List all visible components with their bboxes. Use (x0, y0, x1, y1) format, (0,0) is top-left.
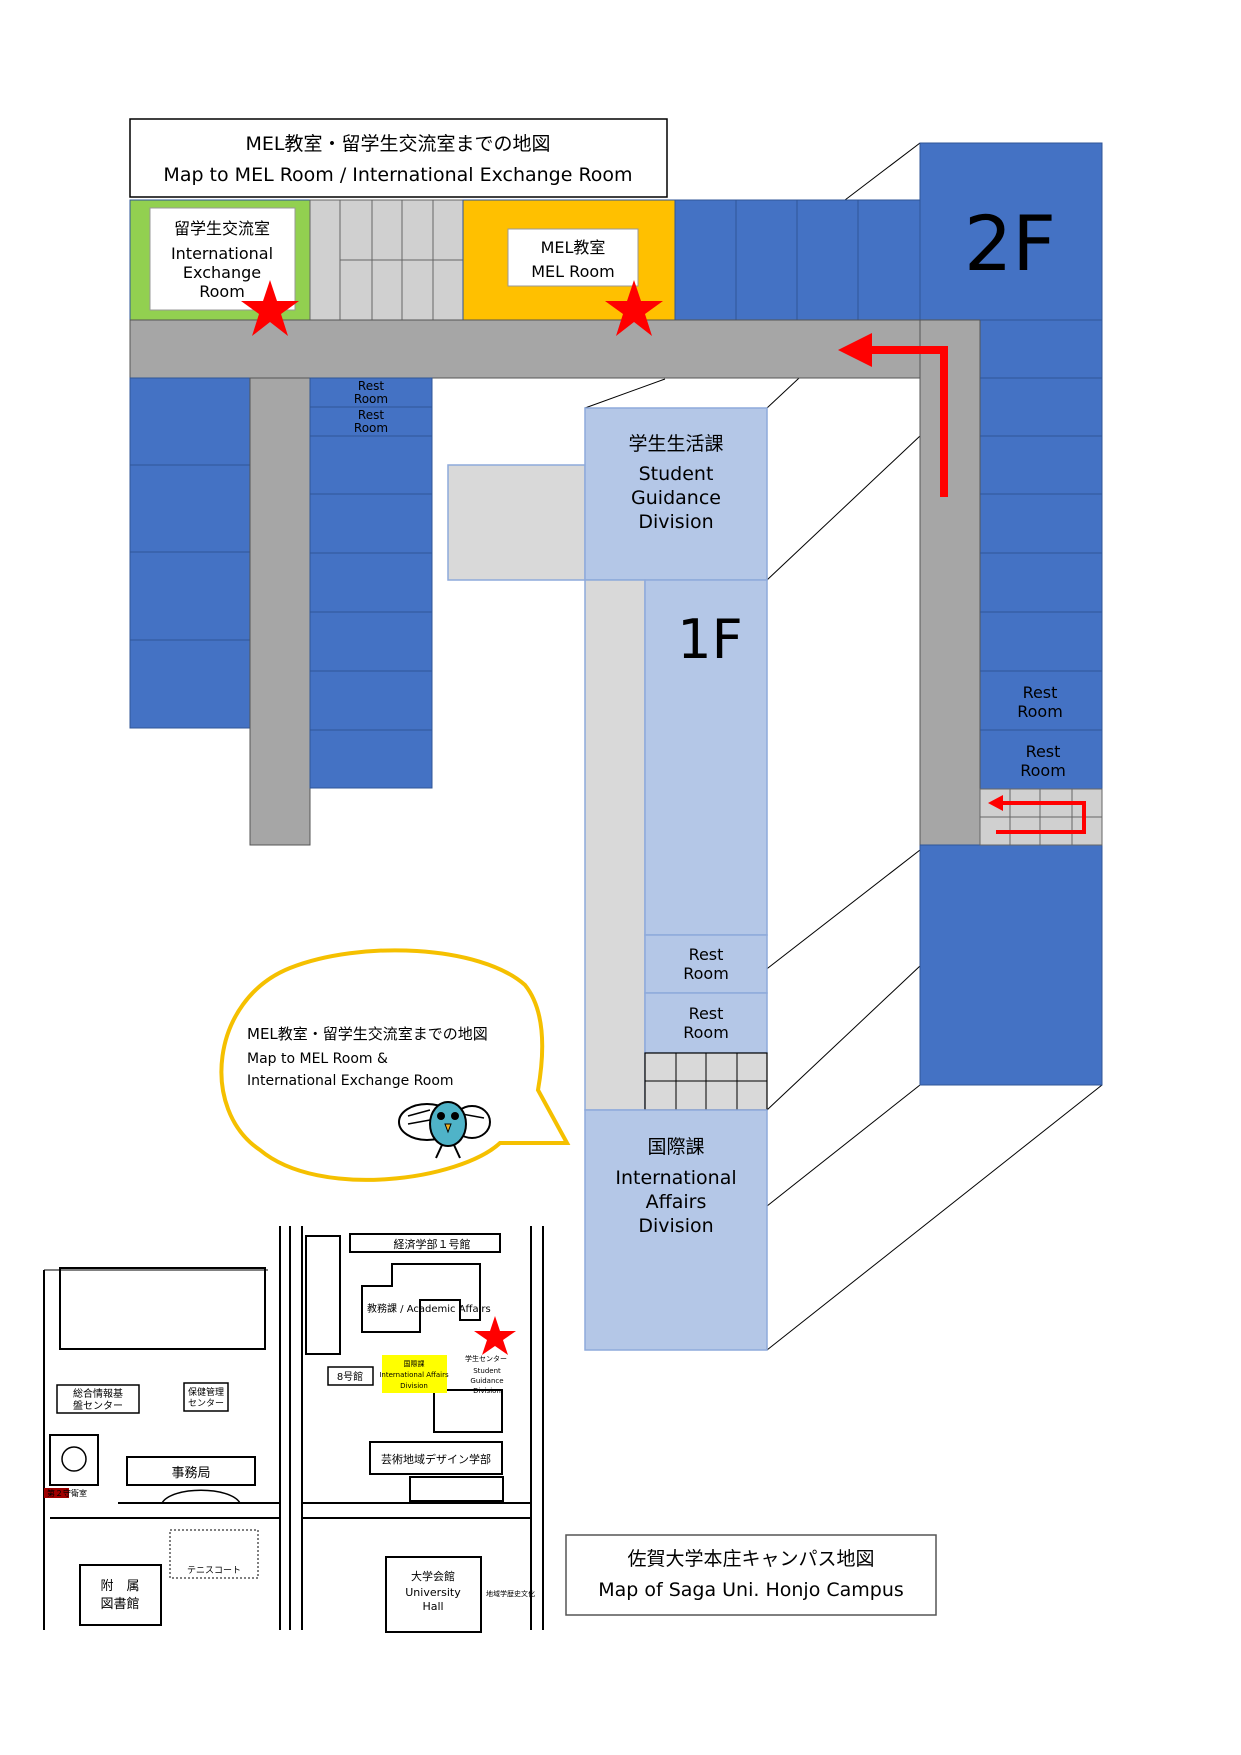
rest-room-c-line1: Rest (1023, 683, 1058, 702)
label-1f: 1F (677, 608, 742, 671)
campus-title-en: Map of Saga Uni. Honjo Campus (598, 1579, 904, 1601)
campus-lib2: 図書館 (100, 1597, 139, 1612)
title-en: Map to MEL Room / International Exchange… (163, 164, 632, 186)
campus-title-box: 佐賀大学本庄キャンパス地図 Map of Saga Uni. Honjo Cam… (565, 1534, 937, 1616)
rest-room-b-line2: Room (354, 421, 388, 435)
campus-intl2: International Affairs (379, 1371, 449, 1379)
campus-intl3: Division (400, 1382, 428, 1390)
star-campus (474, 1316, 516, 1355)
rest-room-b-line1: Rest (358, 408, 384, 422)
campus-lib1: 附 属 (100, 1579, 139, 1594)
intl-affairs-jp: 国際課 (647, 1136, 704, 1158)
rest-room-1f-a-line1: Rest (689, 945, 724, 964)
rest-room-a-line2: Room (354, 392, 388, 406)
student-guidance-jp: 学生生活課 (628, 433, 723, 455)
campus-sg3: Division (473, 1387, 501, 1395)
campus-hall3: Hall (422, 1600, 443, 1613)
campus-sc: 学生センター (465, 1354, 507, 1363)
mel-room-en: MEL Room (531, 262, 614, 281)
campus-academic: 教務課 / Academic Affairs (367, 1302, 491, 1315)
floor-2f (129, 142, 1103, 1086)
campus-info1: 総合情報基 (73, 1387, 123, 1400)
title-jp: MEL教室・留学生交流室までの地図 (246, 133, 551, 155)
rest-room-d-line2: Room (1020, 761, 1066, 780)
campus-tennis: テニスコート (187, 1565, 241, 1576)
student-guidance-en2: Guidance (631, 487, 721, 509)
intl-affairs-en2: Affairs (646, 1191, 707, 1213)
student-guidance-en3: Division (638, 511, 713, 533)
bubble-line1: MEL教室・留学生交流室までの地図 (247, 1025, 488, 1043)
campus-art: 芸術地域デザイン学部 (381, 1452, 491, 1466)
campus-health1: 保健管理 (188, 1386, 224, 1398)
intl-exchange-en2: Exchange (183, 263, 261, 282)
campus-info2: 盤センター (73, 1399, 123, 1412)
student-guidance-en1: Student (639, 463, 714, 485)
campus-guard: 第２守衛室 (47, 1488, 87, 1498)
campus-intl1: 国際課 (404, 1359, 425, 1368)
intl-exchange-jp: 留学生交流室 (174, 219, 270, 238)
label-2f: 2F (964, 199, 1056, 288)
intl-exchange-en3: Room (199, 282, 245, 301)
intl-affairs-highlight (382, 1355, 447, 1393)
route-arrow-main (838, 333, 948, 497)
bubble-line3: International Exchange Room (247, 1073, 454, 1089)
mel-room-jp: MEL教室 (541, 238, 606, 257)
bubble-line2: Map to MEL Room & (247, 1051, 388, 1067)
intl-affairs-en3: Division (638, 1215, 713, 1237)
star-mel-room (605, 280, 663, 336)
campus-sg1: Student (473, 1367, 501, 1375)
campus-hall1: 大学会館 (411, 1569, 455, 1583)
intl-exchange-en1: International (171, 244, 273, 263)
speech-bubble: MEL教室・留学生交流室までの地図 Map to MEL Room & Inte… (219, 948, 571, 1182)
campus-hall2: University (405, 1586, 461, 1599)
rest-room-1f-b-line1: Rest (689, 1004, 724, 1023)
bird-mascot-icon (398, 1101, 491, 1159)
campus-title-jp: 佐賀大学本庄キャンパス地図 (627, 1548, 874, 1570)
intl-affairs-en1: International (615, 1167, 736, 1189)
rest-room-1f-a-line2: Room (683, 964, 729, 983)
rest-room-c-line2: Room (1017, 702, 1063, 721)
star-intl-exchange (241, 280, 299, 336)
campus-admin: 事務局 (171, 1466, 210, 1481)
title-box: MEL教室・留学生交流室までの地図 Map to MEL Room / Inte… (129, 118, 668, 198)
rest-room-d-line1: Rest (1026, 742, 1061, 761)
rest-room-1f-b-line2: Room (683, 1023, 729, 1042)
campus-bldg8: 8号館 (337, 1370, 363, 1383)
campus-sg2: Guidance (470, 1377, 503, 1385)
campus-health2: センター (188, 1398, 224, 1409)
floor-1f (447, 407, 768, 1351)
guard-marker (44, 1488, 69, 1498)
rest-room-a-line1: Rest (358, 379, 384, 393)
campus-history: 地域学歴史文化 (486, 1589, 535, 1598)
campus-econ: 経済学部１号館 (394, 1237, 471, 1251)
route-arrow-stairs (988, 795, 1086, 834)
campus-map (43, 1226, 544, 1633)
